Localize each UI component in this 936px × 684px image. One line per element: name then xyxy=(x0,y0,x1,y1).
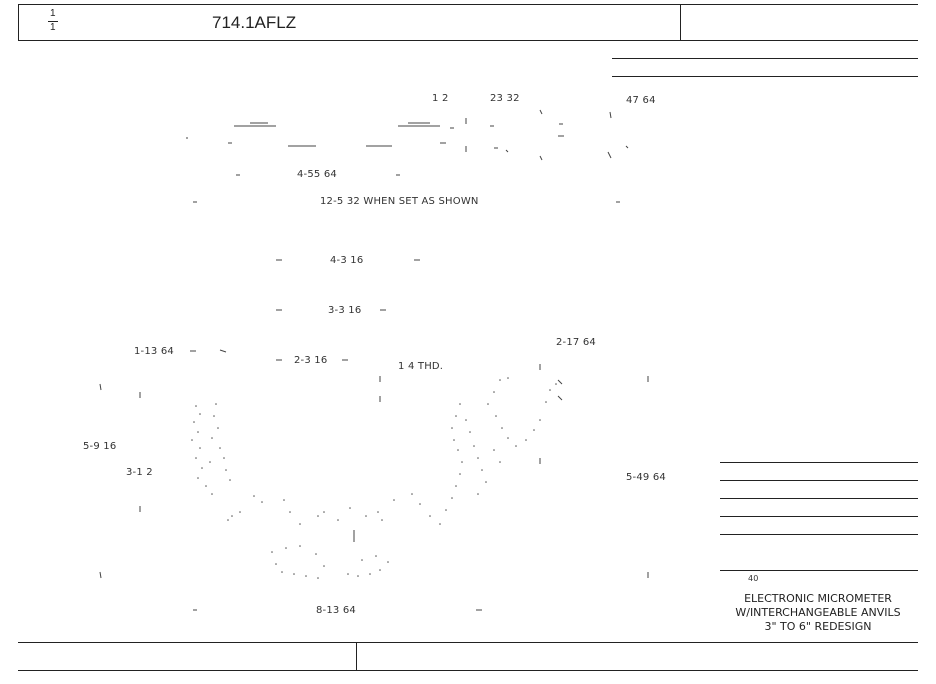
note-line-1 xyxy=(612,58,918,59)
dim-4-3-16: 4-3 16 xyxy=(330,255,364,266)
title-top-border xyxy=(18,4,918,5)
dim-2-17-64: 2-17 64 xyxy=(556,337,596,348)
revision-line-1 xyxy=(720,462,918,463)
sheet-fraction-bar xyxy=(48,21,58,22)
sheet-count: 1 xyxy=(50,22,56,33)
revision-line-5 xyxy=(720,534,918,535)
dim-3-3-16: 3-3 16 xyxy=(328,305,362,316)
bottom-divider xyxy=(356,642,357,670)
bottom-border-top xyxy=(18,642,918,643)
dim-4-55-64: 4-55 64 xyxy=(297,169,337,180)
title-divider xyxy=(680,4,681,40)
dim-5-9-16: 5-9 16 xyxy=(83,441,117,452)
sheet-number: 1 xyxy=(50,8,56,19)
revision-line-4 xyxy=(720,516,918,517)
drawing-number: 714.1AFLZ xyxy=(212,13,297,32)
dim-47-64: 47 64 xyxy=(626,95,656,106)
dim-1-2-top: 1 2 xyxy=(432,93,449,104)
dim-5-49-64: 5-49 64 xyxy=(626,472,666,483)
bottom-border-bottom xyxy=(18,670,918,671)
dim-2-3-16: 2-3 16 xyxy=(294,355,328,366)
dim-12-5-32-when-set: 12-5 32 WHEN SET AS SHOWN xyxy=(320,196,479,207)
dim-23-32: 23 32 xyxy=(490,93,520,104)
revision-line-6 xyxy=(720,570,918,571)
description-line-3: 3" TO 6" REDESIGN xyxy=(764,620,872,633)
revision-line-2 xyxy=(720,480,918,481)
dim-8-13-64: 8-13 64 xyxy=(316,605,356,616)
description-line-2: W/INTERCHANGEABLE ANVILS xyxy=(735,606,901,619)
dim-1-13-64: 1-13 64 xyxy=(134,346,174,357)
note-line-2 xyxy=(612,76,918,77)
title-left-border xyxy=(18,4,19,40)
revision-line-3 xyxy=(720,498,918,499)
dim-1-4-thd: 1 4 THD. xyxy=(398,361,444,372)
description-line-1: ELECTRONIC MICROMETER xyxy=(744,592,892,605)
dim-3-1-2: 3-1 2 xyxy=(126,467,153,478)
title-bottom-border xyxy=(18,40,918,41)
description-marker: 40 xyxy=(748,574,759,583)
